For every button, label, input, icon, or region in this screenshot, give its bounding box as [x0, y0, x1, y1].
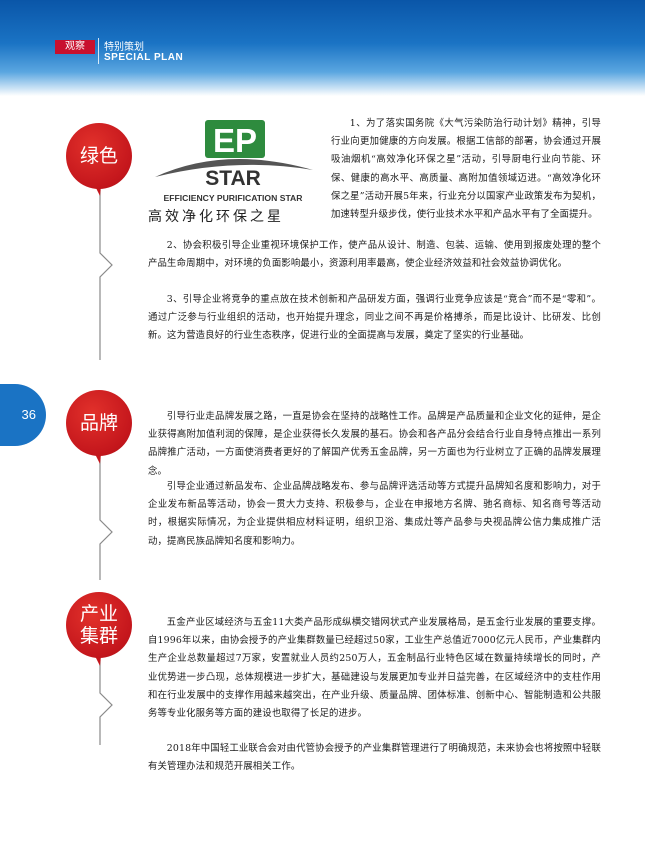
paragraph: 引导企业通过新品发布、企业品牌战略发布、参与品牌评选活动等方式提升品牌知名度和影…	[148, 481, 601, 547]
timeline-segment	[99, 458, 113, 580]
logo-star-text: STAR	[205, 167, 261, 190]
logo-tagline: EFFICIENCY PURIFICATION STAR	[164, 193, 304, 203]
header-title-en: SPECIAL PLAN	[104, 52, 184, 63]
page-header: 观察 特别策划 SPECIAL PLAN	[0, 0, 645, 96]
section-badge-cluster: 产业 集群	[66, 592, 132, 658]
paragraph: 2018年中国轻工业联合会对由代管协会授予的产业集群管理进行了明确规范，未来协会…	[148, 743, 601, 773]
logo-caption-cn: 高效净化环保之星	[148, 209, 284, 225]
section-badge-green: 绿色	[66, 123, 132, 189]
paragraph: 2、协会积极引导企业重视环境保护工作，使产品从设计、制造、包装、运输、使用到报废…	[148, 240, 601, 270]
section-badge-brand: 品牌	[66, 390, 132, 456]
logo-ep-box	[205, 120, 265, 158]
paragraph: 引导行业走品牌发展之路，一直是协会在坚持的战略性工作。品牌是产品质量和企业文化的…	[148, 411, 601, 477]
badge-line: 集群	[79, 625, 118, 647]
header-divider	[98, 38, 99, 64]
timeline-segment	[99, 660, 113, 745]
logo-swoosh	[155, 159, 313, 177]
logo-ep-text: EP	[213, 122, 257, 159]
header-title-cn: 特别策划	[104, 42, 144, 53]
paragraph: 五金产业区域经济与五金11大类产品形成纵横交错网状式产业发展格局，是五金行业发展…	[148, 617, 601, 720]
ep-star-logo: EP STAR EFFICIENCY PURIFICATION STAR	[155, 120, 313, 203]
paragraph: 3、引导企业将竞争的重点放在技术创新和产品研发方面，强调行业竞争应该是“竞合”而…	[148, 294, 601, 342]
badge-line: 产业	[79, 603, 118, 625]
timeline-segment	[99, 190, 113, 360]
section-tag: 观察	[55, 40, 95, 54]
paragraph: 1、为了落实国务院《大气污染防治行动计划》精神，引导行业向更加健康的方向发展。根…	[331, 118, 601, 221]
